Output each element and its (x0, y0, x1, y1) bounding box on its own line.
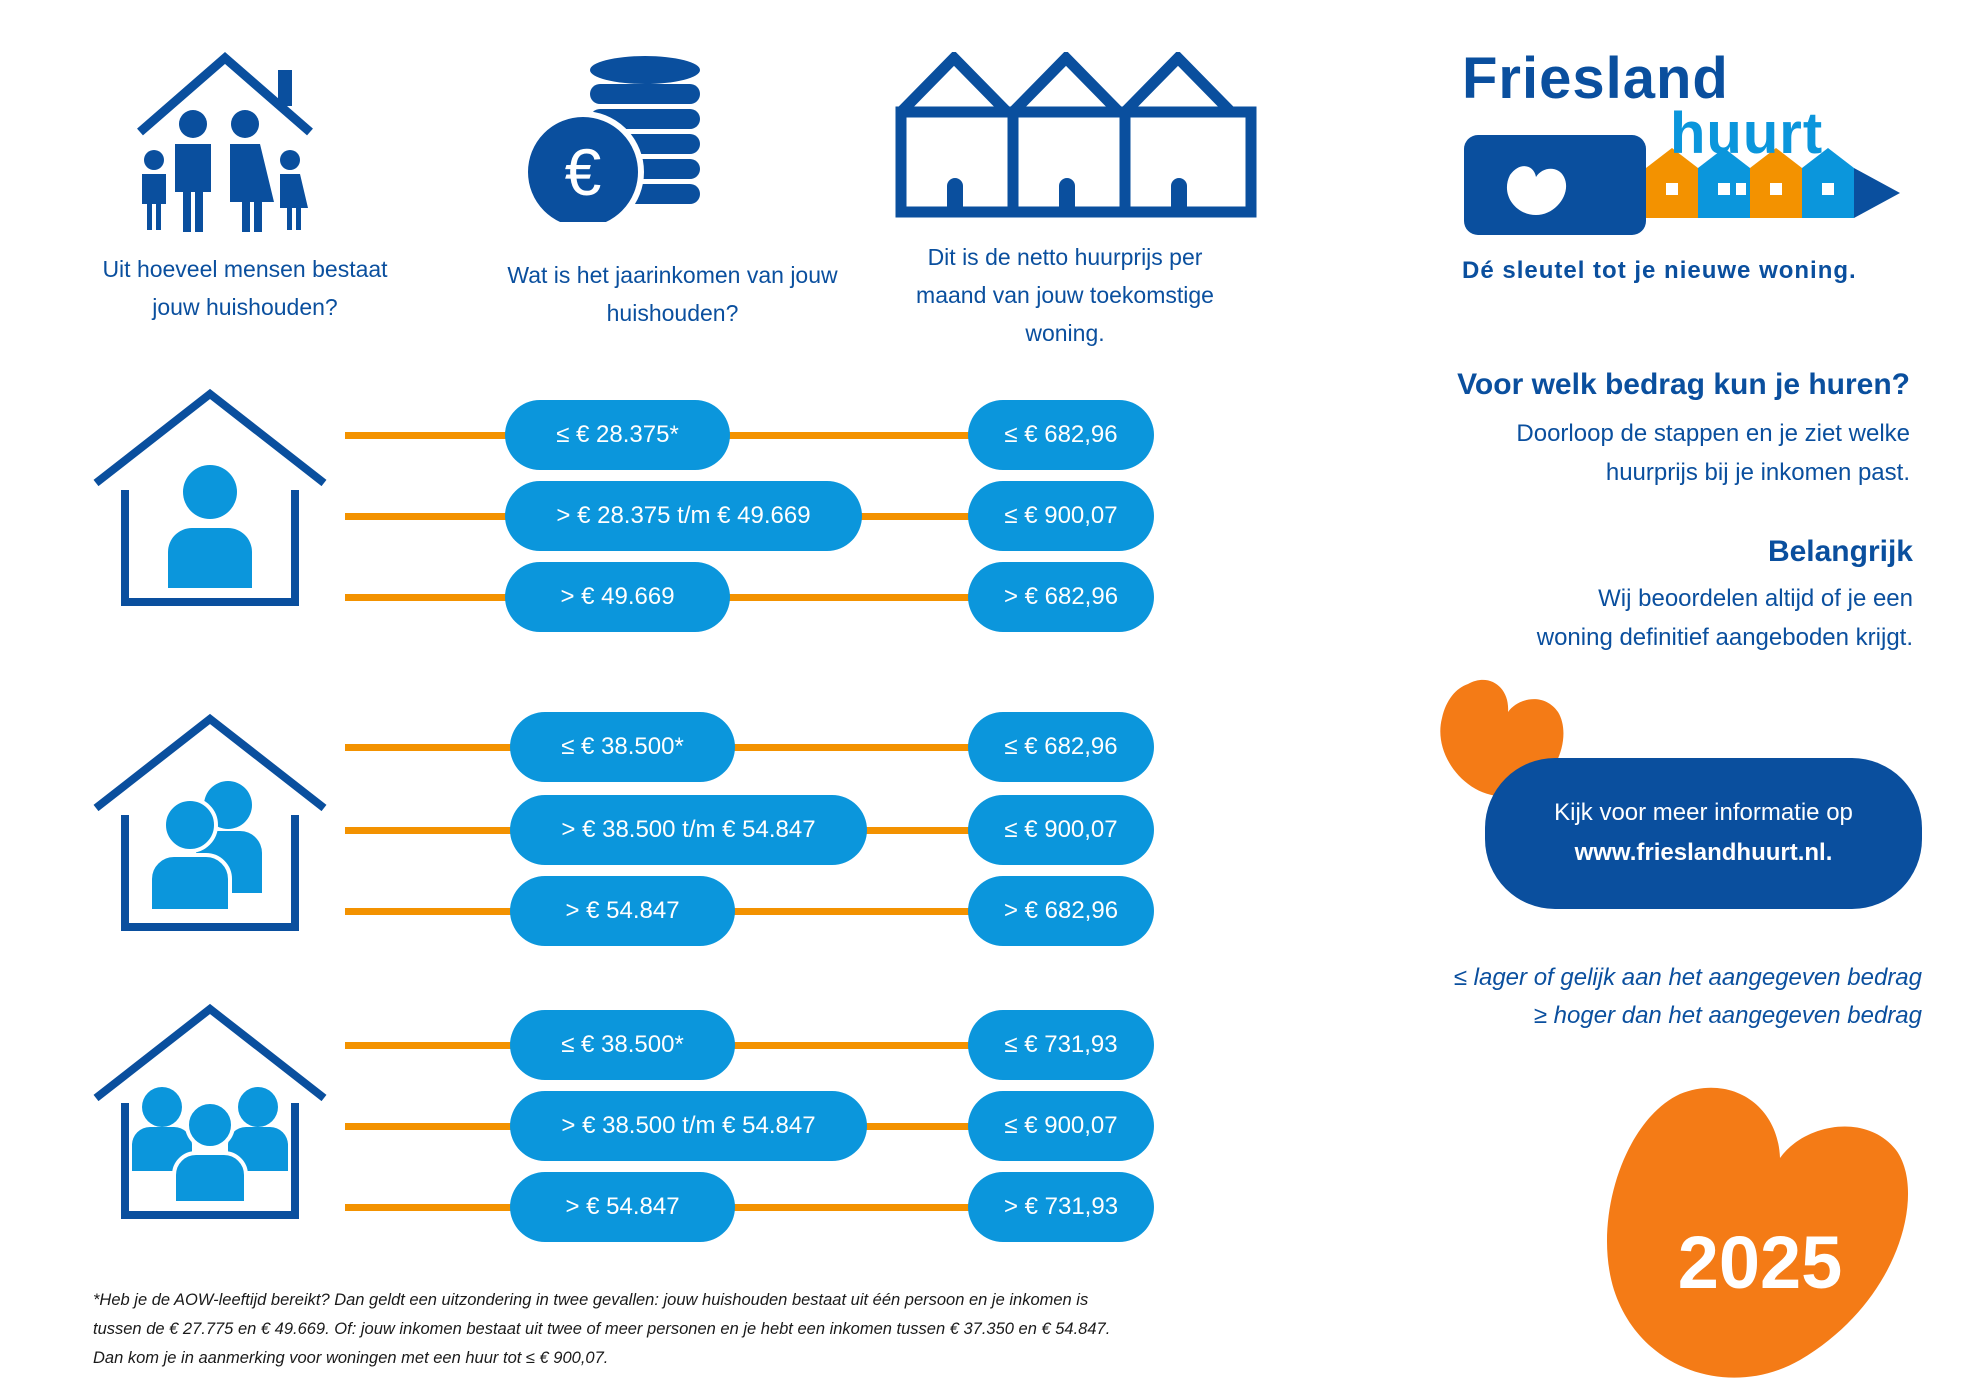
info-title: Voor welk bedrag kun je huren? (1457, 368, 1910, 401)
key-houses-icon (1464, 135, 1900, 235)
one-person-house-icon (93, 388, 327, 606)
rent-amount-pill: ≤ € 682,96 (968, 400, 1154, 470)
legend-greater-equal: ≥ hoger dan het aangegeven bedrag (1533, 1002, 1922, 1029)
income-range-pill: > € 54.847 (510, 1172, 735, 1242)
footnote: *Heb je de AOW-leeftijd bereikt? Dan gel… (93, 1286, 1293, 1373)
rent-amount-pill: > € 682,96 (968, 876, 1154, 946)
footnote-line: Dan kom je in aanmerking voor woningen m… (93, 1349, 609, 1367)
euro-coins-icon: € (525, 56, 700, 222)
logo-brand-top: Friesland (1462, 46, 1729, 111)
logo-brand-bottom: huurt (1670, 101, 1824, 166)
legend: ≤ lager of gelijk aan het aangegeven bed… (1330, 959, 1922, 1035)
rent-amount-pill: > € 682,96 (968, 562, 1154, 632)
income-range-pill: ≤ € 38.500* (510, 712, 735, 782)
info-body-line: huurprijs bij je inkomen past. (1605, 459, 1910, 486)
info-body-line: Doorloop de stappen en je ziet welke (1516, 420, 1910, 447)
income-range-pill: > € 28.375 t/m € 49.669 (505, 481, 862, 551)
logo-tagline: Dé sleutel tot je nieuwe woning. (1462, 257, 1857, 284)
household-question: Uit hoeveel mensen bestaat jouw huishoud… (102, 256, 388, 320)
rent-amount-pill: ≤ € 900,07 (968, 795, 1154, 865)
important-body-line: woning definitief aangeboden krijgt. (1536, 624, 1913, 651)
income-range-pill: > € 38.500 t/m € 54.847 (510, 795, 867, 865)
rent-amount-pill: ≤ € 900,07 (968, 481, 1154, 551)
svg-text:€: € (565, 135, 602, 209)
family-house-icon (137, 52, 313, 232)
income-range-pill: > € 38.500 t/m € 54.847 (510, 1091, 867, 1161)
footnote-line: *Heb je de AOW-leeftijd bereikt? Dan gel… (93, 1291, 1089, 1309)
rent-amount-pill: ≤ € 900,07 (968, 1091, 1154, 1161)
rent-amount-pill: ≤ € 731,93 (968, 1010, 1154, 1080)
rent-amount-pill: ≤ € 682,96 (968, 712, 1154, 782)
year-label: 2025 (1677, 1221, 1843, 1304)
income-range-pill: ≤ € 38.500* (510, 1010, 735, 1080)
three-person-house-icon (93, 1003, 327, 1219)
important-body-line: Wij beoordelen altijd of je een (1598, 585, 1913, 612)
row-houses-icon (895, 52, 1257, 218)
footnote-line: tussen de € 27.775 en € 49.669. Of: jouw… (93, 1320, 1111, 1338)
important-body: Wij beoordelen altijd of je een woning d… (1380, 579, 1913, 657)
website-link[interactable]: www.frieslandhuurt.nl. (1574, 839, 1833, 866)
more-info-box: Kijk voor meer informatie op www.friesla… (1485, 758, 1922, 909)
two-person-house-icon (93, 713, 327, 931)
rent-amount-pill: > € 731,93 (968, 1172, 1154, 1242)
income-range-pill: > € 49.669 (505, 562, 730, 632)
brand-logo: Friesland huurt Dé sleutel tot je nieuwe… (1460, 45, 1900, 295)
legend-less-equal: ≤ lager of gelijk aan het aangegeven bed… (1453, 964, 1922, 991)
info-body: Doorloop de stappen en je ziet welke huu… (1380, 414, 1910, 492)
important-title: Belangrijk (1767, 535, 1913, 568)
rent-explanation: Dit is de netto huurprijs per maand van … (916, 244, 1214, 346)
orange-heart-badge-icon (1606, 1087, 1909, 1378)
income-question: Wat is het jaarinkomen van jouw huishoud… (507, 262, 838, 326)
more-info-text: Kijk voor meer informatie op (1554, 799, 1853, 826)
income-range-pill: > € 54.847 (510, 876, 735, 946)
income-range-pill: ≤ € 28.375* (505, 400, 730, 470)
